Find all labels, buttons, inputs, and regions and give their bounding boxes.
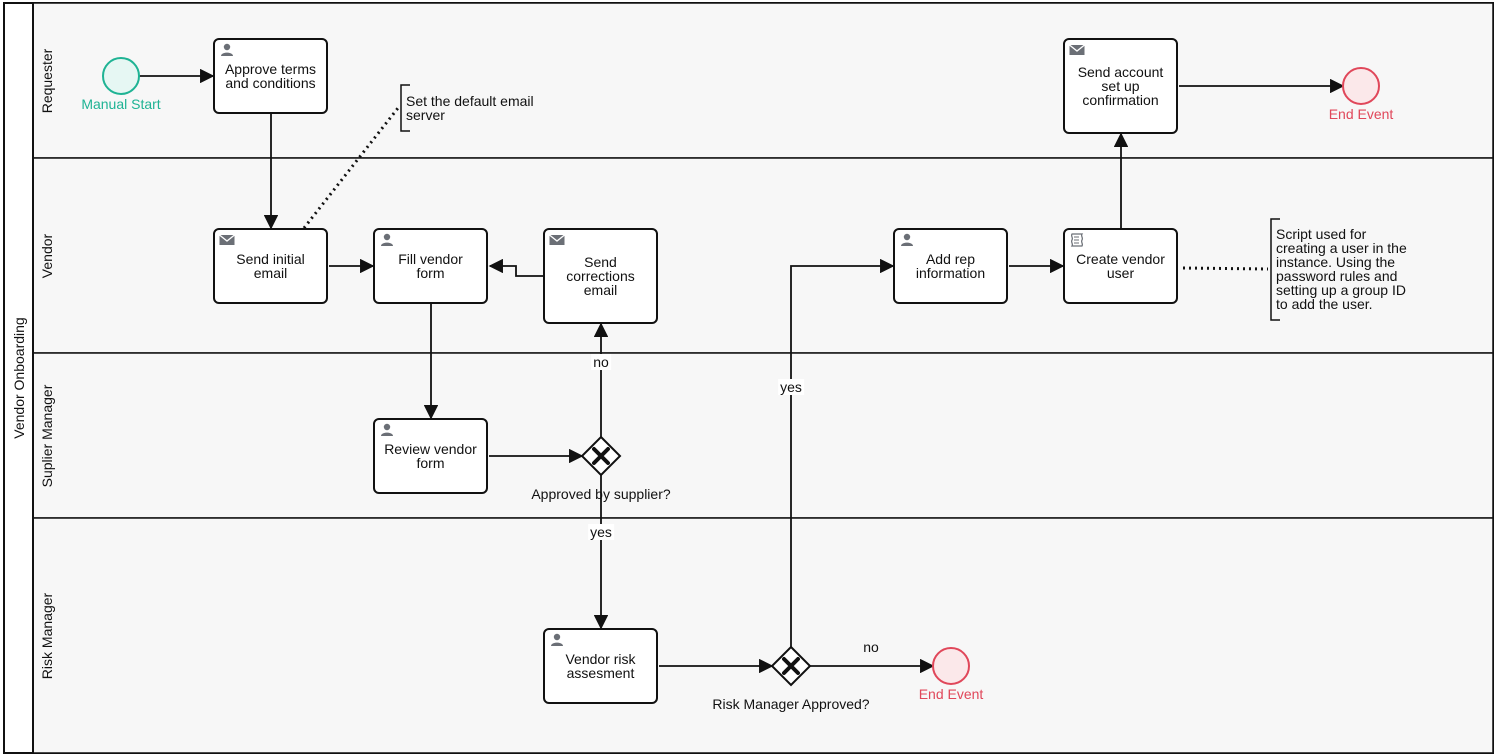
gateway-approved-by-supplier[interactable] — [580, 435, 622, 477]
task-review-vendor-form[interactable]: Review vendor form — [373, 418, 488, 494]
envelope-icon — [549, 234, 565, 245]
annotation-bracket-script-note — [1270, 218, 1280, 321]
task-fill-vendor-form[interactable]: Fill vendor form — [373, 228, 488, 304]
task-approve-terms-label: Approve terms and conditions — [224, 61, 317, 91]
flow-label-yes-risk: yes — [778, 379, 804, 395]
association-email-server — [302, 107, 400, 229]
gateway-risk-manager-approved-label: Risk Manager Approved? — [712, 696, 870, 712]
user-icon — [381, 233, 393, 246]
task-add-rep-information-label: Add rep information — [915, 251, 986, 281]
flow-corrections-to-fill — [488, 258, 543, 277]
user-icon — [221, 43, 233, 56]
task-fill-vendor-form-label: Fill vendor form — [398, 251, 463, 281]
task-review-vendor-form-label: Review vendor form — [384, 441, 477, 471]
gateway-approved-by-supplier-label: Approved by supplier? — [531, 486, 671, 502]
end-event-top-label: End Event — [1328, 106, 1394, 122]
task-vendor-risk-assesment-label: Vendor risk assesment — [565, 651, 636, 681]
flow-label-yes-supplier: yes — [588, 524, 614, 540]
task-send-initial-email-label: Send initial email — [236, 251, 305, 281]
gateway-risk-manager-approved[interactable] — [770, 645, 812, 687]
lane-risk-manager-area — [32, 517, 1494, 754]
envelope-icon — [219, 234, 235, 245]
flow-risk-gateway-yes-to-add-rep — [790, 258, 895, 647]
manual-start-event[interactable] — [102, 57, 140, 95]
task-add-rep-information[interactable]: Add rep information — [893, 228, 1008, 304]
flow-label-no-risk: no — [863, 639, 879, 655]
task-vendor-risk-assesment[interactable]: Vendor risk assesment — [543, 628, 658, 704]
task-send-account-confirmation-label: Send account set up confirmation — [1077, 64, 1164, 108]
task-approve-terms[interactable]: Approve terms and conditions — [213, 38, 328, 114]
envelope-icon — [1069, 44, 1085, 55]
task-create-vendor-user-label: Create vendor user — [1076, 251, 1165, 281]
annotation-script-note: Script used for creating a user in the i… — [1276, 226, 1407, 312]
end-event-top[interactable] — [1342, 67, 1380, 105]
task-send-corrections-email-label: Send corrections email — [566, 254, 635, 298]
end-event-bottom-label: End Event — [918, 686, 984, 702]
association-script-note — [1182, 266, 1269, 271]
task-create-vendor-user[interactable]: Create vendor user — [1063, 228, 1178, 304]
annotation-email-server: Set the default email server — [406, 93, 534, 123]
user-icon — [381, 423, 393, 436]
exclusive-x-icon — [592, 447, 610, 465]
task-send-account-confirmation[interactable]: Send account set up confirmation — [1063, 38, 1178, 134]
end-event-bottom[interactable] — [932, 647, 970, 685]
manual-start-label: Manual Start — [81, 96, 161, 112]
annotation-bracket-email-server — [400, 84, 410, 132]
user-icon — [551, 633, 563, 646]
user-icon — [901, 233, 913, 246]
flow-label-no-supplier: no — [591, 354, 611, 370]
task-send-initial-email[interactable]: Send initial email — [213, 228, 328, 304]
lane-supplier-manager-area — [32, 352, 1494, 519]
script-icon — [1070, 233, 1084, 247]
task-send-corrections-email[interactable]: Send corrections email — [543, 228, 658, 324]
exclusive-x-icon — [782, 657, 800, 675]
